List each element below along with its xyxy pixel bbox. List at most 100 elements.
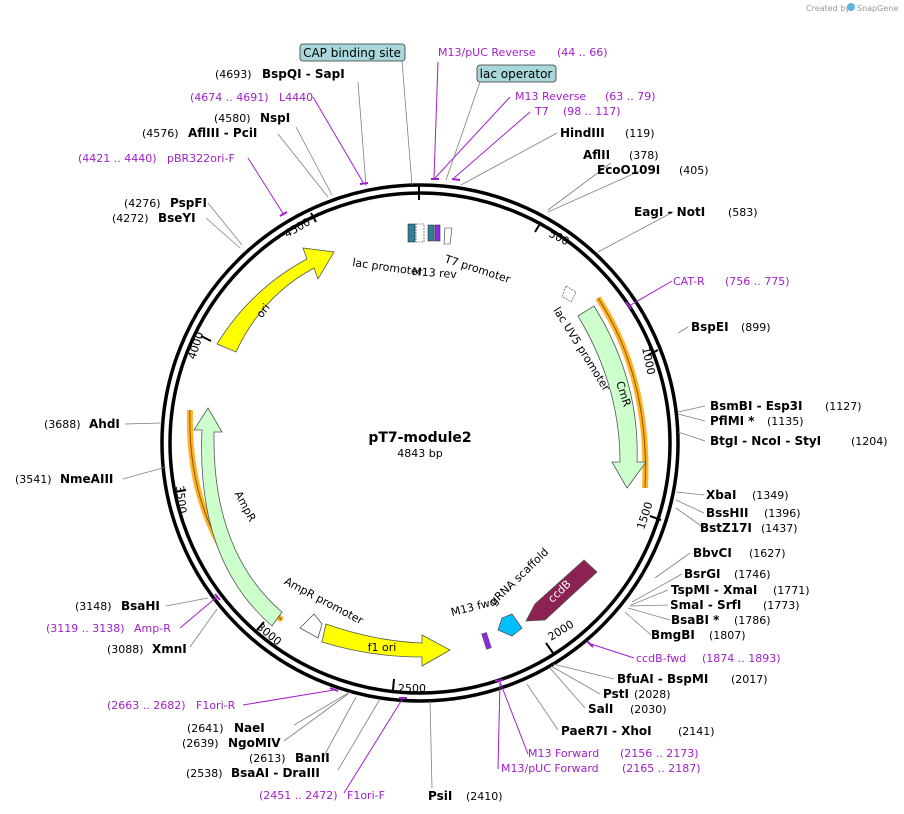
site-labels: (4693) BspQI - SapI (4580) NspI (4576) A…	[15, 67, 888, 803]
primer-range-t7: (98 .. 117)	[563, 105, 621, 118]
primer-range-m13-reverse: (63 .. 79)	[605, 90, 656, 103]
site-pos-banii: (2613)	[249, 752, 286, 765]
site-name-sali[interactable]: SalI	[588, 702, 613, 716]
primer-name-m13-forward[interactable]: M13 Forward	[528, 747, 599, 760]
site-name-pspfi[interactable]: PspFI	[170, 196, 207, 210]
site-name-aflii[interactable]: AflII	[583, 148, 610, 162]
site-name-hindiii[interactable]: HindIII	[560, 126, 605, 140]
site-name-ngomiv[interactable]: NgoMIV	[228, 736, 281, 750]
primer-name-cat-r[interactable]: CAT-R	[673, 275, 705, 288]
site-pos-bspei: (899)	[741, 321, 771, 334]
site-pos-tspmi: (1771)	[773, 584, 810, 597]
site-name-psii[interactable]: PsiI	[428, 789, 452, 803]
cap-binding-site-text: CAP binding site	[303, 46, 401, 60]
site-pos-paer7i: (2141)	[678, 725, 715, 738]
site-pos-afliii: (4576)	[142, 127, 179, 140]
site-pos-bsmbi: (1127)	[825, 400, 862, 413]
tick-4500-mark	[310, 212, 317, 223]
primer-range-l4440: (4674 .. 4691)	[190, 91, 269, 104]
primer-name-pbr322ori-f[interactable]: pBR322ori-F	[167, 152, 235, 165]
site-pos-xbai: (1349)	[752, 489, 789, 502]
site-name-eagi[interactable]: EagI - NotI	[634, 205, 705, 219]
site-pos-bfuai: (2017)	[731, 673, 768, 686]
site-pos-hindiii: (119)	[625, 127, 655, 140]
lac-operator-text: lac operator	[480, 67, 553, 81]
tick-3000-mark	[256, 621, 265, 631]
primer-name-ccdb-fwd[interactable]: ccdB-fwd	[636, 652, 686, 665]
site-name-bsrgi[interactable]: BsrGI	[684, 567, 721, 581]
site-name-nmeaiii[interactable]: NmeAIII	[60, 472, 113, 486]
plasmid-length: 4843 bp	[397, 447, 442, 460]
boxed-label-lac-operator[interactable]: lac operator	[476, 64, 557, 83]
site-name-naei[interactable]: NaeI	[234, 721, 265, 735]
primer-name-m13-puc-reverse[interactable]: M13/pUC Reverse	[438, 46, 536, 59]
primer-labels: M13/pUC Reverse (44 .. 66) (4674 .. 4691…	[46, 46, 790, 802]
site-name-pflmi[interactable]: PflMI *	[710, 414, 755, 428]
site-name-xbai[interactable]: XbaI	[706, 488, 736, 502]
site-name-smai[interactable]: SmaI - SrfI	[670, 598, 741, 612]
site-name-nspi[interactable]: NspI	[260, 111, 290, 125]
feature-lac-cluster[interactable]	[407, 223, 453, 245]
primer-range-amp-r: (3119 .. 3138)	[46, 622, 125, 635]
tick-label-4000: 4000	[185, 330, 206, 361]
site-pos-pflmi: (1135)	[767, 415, 804, 428]
site-name-xmni[interactable]: XmnI	[152, 642, 187, 656]
primer-range-cat-r: (756 .. 775)	[725, 275, 790, 288]
tick-3500-mark	[174, 489, 187, 493]
site-name-bseyi[interactable]: BseYI	[158, 211, 196, 225]
site-pos-ngomiv: (2639)	[182, 737, 219, 750]
site-name-bsabi[interactable]: BsaBI *	[671, 613, 720, 627]
site-name-ahdi[interactable]: AhdI	[89, 417, 120, 431]
site-name-bspei[interactable]: BspEI	[691, 320, 729, 334]
site-name-bmgbi[interactable]: BmgBI	[651, 628, 695, 642]
site-pos-sali: (2030)	[630, 703, 667, 716]
site-name-bsshii[interactable]: BssHII	[706, 506, 748, 520]
site-pos-nmeaiii: (3541)	[15, 473, 52, 486]
site-pos-psii: (2410)	[466, 790, 503, 803]
primer-name-m13-puc-forward[interactable]: M13/pUC Forward	[501, 762, 599, 775]
site-pos-bsshii: (1396)	[764, 507, 801, 520]
primer-marks	[214, 178, 632, 699]
site-pos-smai: (1773)	[763, 599, 800, 612]
feature-f1-ori[interactable]: f1 ori	[321, 623, 451, 667]
site-name-paer7i[interactable]: PaeR7I - XhoI	[561, 724, 652, 738]
tick-label-4500: 4500	[282, 215, 313, 240]
tick-1000-mark	[647, 349, 659, 356]
site-name-ecoo109i[interactable]: EcoO109I	[597, 163, 660, 177]
feature-ampr[interactable]: AmpR	[186, 407, 284, 627]
site-name-btgi[interactable]: BtgI - NcoI - StyI	[710, 434, 821, 448]
site-name-afliii[interactable]: AflIII - PciI	[188, 126, 257, 140]
site-name-bstz17i[interactable]: BstZ17I	[700, 521, 752, 535]
site-name-bspqi[interactable]: BspQI - SapI	[262, 67, 345, 81]
site-name-tspmi[interactable]: TspMI - XmaI	[671, 583, 757, 597]
site-name-bsahi[interactable]: BsaHI	[121, 599, 160, 613]
site-name-bfuai[interactable]: BfuAI - BspMI	[617, 672, 708, 686]
primer-name-t7[interactable]: T7	[534, 105, 549, 118]
feature-cmr[interactable]: CmR	[577, 296, 649, 489]
site-name-bbvci[interactable]: BbvCI	[693, 546, 732, 560]
primer-name-amp-r[interactable]: Amp-R	[134, 622, 171, 635]
site-pos-bsahi: (3148)	[75, 600, 112, 613]
primer-name-l4440[interactable]: L4440	[279, 91, 313, 104]
site-pos-bbvci: (1627)	[749, 547, 786, 560]
feature-label-m13-rev: M13 rev	[412, 265, 458, 281]
boxed-label-cap-binding-site[interactable]: CAP binding site	[299, 43, 406, 62]
site-pos-nspi: (4580)	[214, 112, 251, 125]
site-name-bsmbi[interactable]: BsmBI - Esp3I	[710, 399, 802, 413]
primer-name-f1ori-f[interactable]: F1ori-F	[347, 789, 385, 802]
tick-4000-mark	[200, 335, 212, 342]
feature-ccdb[interactable]: ccdB	[525, 559, 598, 622]
primer-name-f1ori-r[interactable]: F1ori-R	[196, 699, 236, 712]
primer-range-f1ori-f: (2451 .. 2472)	[259, 789, 338, 802]
primer-name-m13-reverse[interactable]: M13 Reverse	[515, 90, 586, 103]
feature-grna-scaffold[interactable]: gRNA scaffold	[487, 545, 551, 637]
feature-ampr-promoter[interactable]: AmpR promoter	[282, 575, 366, 639]
site-pos-psti: (2028)	[634, 688, 671, 701]
site-pos-pspfi: (4276)	[124, 197, 161, 210]
primer-range-ccdb-fwd: (1874 .. 1893)	[702, 652, 781, 665]
tick-2500-mark	[392, 678, 395, 691]
site-name-psti[interactable]: PstI	[603, 687, 629, 701]
feature-label-f1-ori: f1 ori	[368, 641, 397, 654]
site-name-bsaai[interactable]: BsaAI - DraIII	[231, 766, 320, 780]
site-name-banii[interactable]: BanII	[295, 751, 330, 765]
